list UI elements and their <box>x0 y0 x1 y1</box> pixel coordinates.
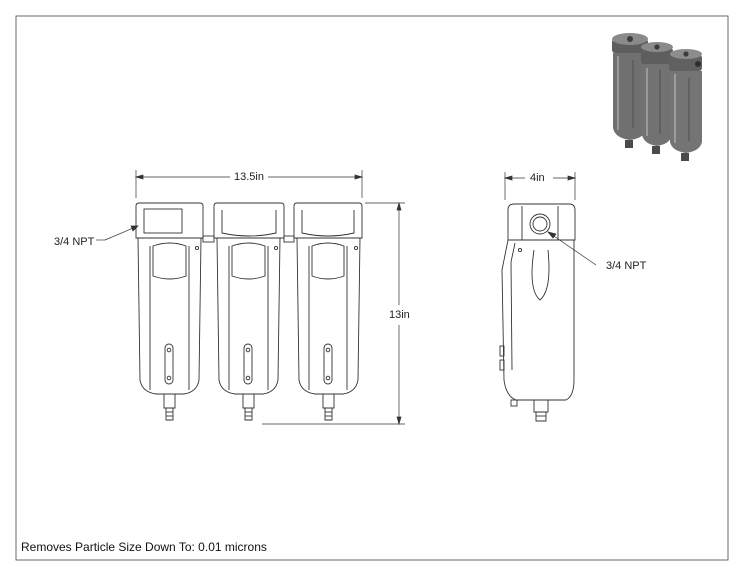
filter-render-thumbnail <box>612 33 702 161</box>
render-unit-1 <box>612 33 648 148</box>
width-dimension <box>134 170 364 198</box>
side-port-opening <box>529 213 551 235</box>
front-port-leader <box>96 225 139 241</box>
side-width-dimension-label: 4in <box>530 172 545 184</box>
render-unit-3 <box>669 49 702 161</box>
filter-unit-1 <box>135 202 204 421</box>
width-dimension-label: 13.5in <box>234 171 264 183</box>
filter-unit-3 <box>293 202 363 421</box>
particle-size-note: Removes Particle Size Down To: 0.01 micr… <box>21 540 267 554</box>
sheet-frame <box>15 15 729 561</box>
render-unit-2 <box>641 42 673 154</box>
side-port-leader <box>547 231 597 266</box>
height-dimension-label: 13in <box>389 309 410 321</box>
side-width-dimension <box>503 172 577 200</box>
filter-unit-2 <box>213 202 285 421</box>
side-port-callout: 3/4 NPT <box>606 260 647 272</box>
front-port-callout: 3/4 NPT <box>54 236 95 248</box>
height-dimension <box>262 201 405 426</box>
side-view <box>499 203 576 422</box>
front-view <box>135 202 363 421</box>
